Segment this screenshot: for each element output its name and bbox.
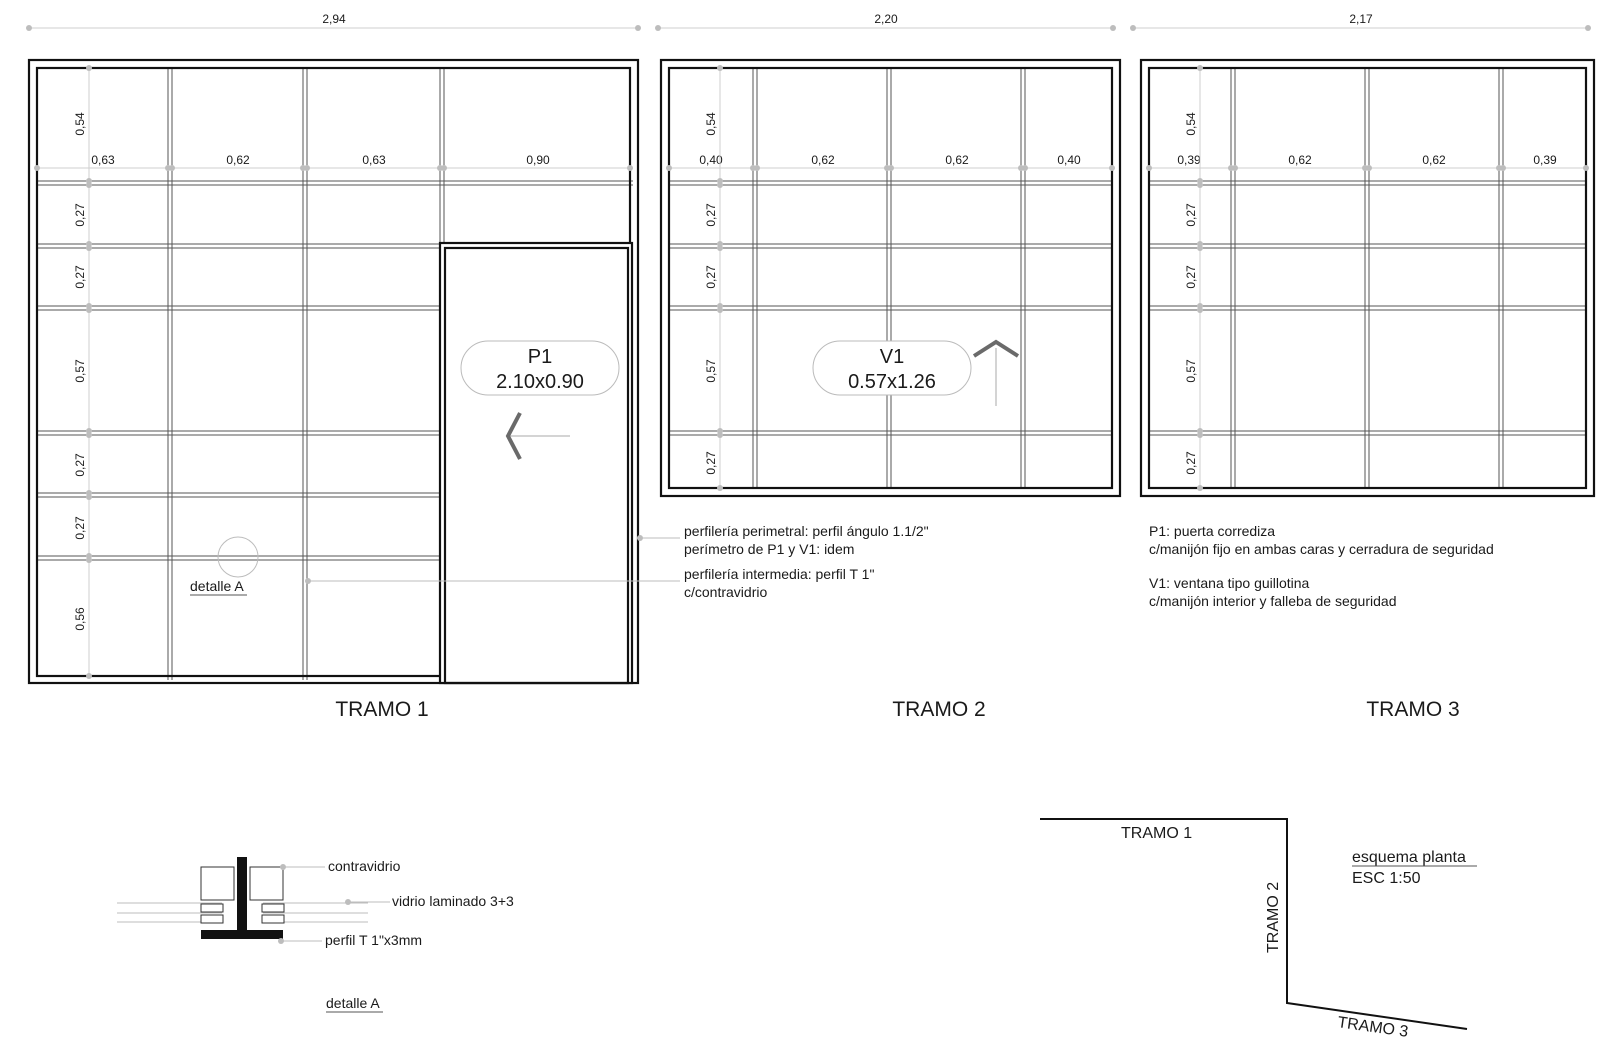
- tramo1-col-dim: 0,62: [226, 153, 250, 167]
- tramo1-col-dim: 0,90: [526, 153, 550, 167]
- tramo1-row-dim: 0,27: [73, 516, 87, 540]
- tramo3-inner-frame: [1147, 66, 1588, 490]
- detail-label-contravidrio: contravidrio: [328, 858, 401, 874]
- tramo3-col-dim: 0,62: [1288, 153, 1312, 167]
- window-v1-tag: [812, 340, 972, 396]
- tramo1-row-dim: 0,27: [73, 265, 87, 289]
- tramo3-row-dim: 0,54: [1184, 112, 1198, 136]
- tramo1-row-dim: 0,27: [73, 453, 87, 477]
- note-p1-detail: c/manijón fijo en ambas caras y cerradur…: [1149, 541, 1494, 557]
- tramo1-title: TRAMO 1: [335, 698, 428, 721]
- tramo1-row-dim: 0,56: [73, 607, 87, 631]
- note-p1: P1: puerta corrediza: [1149, 523, 1275, 539]
- tramo2-row-dim: 0,27: [704, 203, 718, 227]
- overall-dim-tramo3: 2,17: [1349, 12, 1373, 26]
- tramo1-col-dim: 0,63: [91, 153, 115, 167]
- t-profile-web: [237, 857, 247, 937]
- tramo1-row-dim: 0,54: [73, 112, 87, 136]
- door-p1-inner-frame: [443, 246, 630, 685]
- tramo3-row-dim: 0,27: [1184, 265, 1198, 289]
- scheme-tramo2: TRAMO 2: [1265, 882, 1282, 953]
- tramo3-col-dim: 0,39: [1533, 153, 1557, 167]
- tramo1-col-dim: 0,63: [362, 153, 386, 167]
- tramo2-panel: 0,40 0,62 0,62 0,40 0,54 0,27 0,27 0,57 …: [659, 58, 1122, 721]
- tramo2-row-dim: 0,27: [704, 451, 718, 475]
- tramo3-panel: 0,39 0,62 0,62 0,39 0,54 0,27 0,27 0,57 …: [1139, 58, 1596, 721]
- tramo2-col-dim: 0,62: [945, 153, 969, 167]
- detail-a-marker: [217, 536, 259, 578]
- slide-up-arrow-icon: [972, 339, 1020, 358]
- note-perimeter-profile: perfilería perimetral: perfil ángulo 1.1…: [684, 523, 929, 539]
- tramo2-row-dim: 0,27: [704, 265, 718, 289]
- detail-label-glass: vidrio laminado 3+3: [392, 893, 514, 909]
- overall-dimensions: 2,94 2,20 2,17: [26, 12, 1591, 31]
- note-v1: V1: ventana tipo guillotina: [1149, 575, 1310, 591]
- tramo2-inner-frame: [667, 66, 1114, 490]
- tramo3-horizontal-bars: [1149, 180, 1586, 436]
- detail-a-section: contravidrio vidrio laminado 3+3 perfil …: [117, 857, 514, 1013]
- window-v1-code: V1: [880, 346, 904, 368]
- note-v1-detail: c/manijón interior y falleba de segurida…: [1149, 593, 1396, 609]
- plan-outline: [1040, 818, 1468, 1030]
- tramo2-col-dim: 0,40: [699, 153, 723, 167]
- door-p1-tag: [460, 340, 620, 396]
- detail-label-t-profile: perfil T 1"x3mm: [325, 932, 422, 948]
- note-intermediate-profile: perfilería intermedia: perfil T 1": [684, 566, 874, 582]
- scheme-title: esquema planta: [1352, 849, 1466, 866]
- tramo2-outer-frame: [659, 58, 1122, 498]
- tramo3-title: TRAMO 3: [1366, 698, 1459, 721]
- plan-scheme: TRAMO 1 TRAMO 2 TRAMO 3 esquema planta E…: [1040, 818, 1477, 1041]
- opening-notes: P1: puerta corrediza c/manijón fijo en a…: [1149, 523, 1494, 609]
- tramo2-row-dim: 0,57: [704, 359, 718, 383]
- tramo2-col-dim: 0,40: [1057, 153, 1081, 167]
- tramo3-row-dim: 0,27: [1184, 203, 1198, 227]
- overall-dim-tramo2: 2,20: [874, 12, 898, 26]
- detail-a-ref: detalle A: [190, 578, 244, 594]
- tramo1-outer-frame: [27, 58, 640, 685]
- slide-left-arrow-icon: [505, 412, 522, 460]
- tramo2-title: TRAMO 2: [892, 698, 985, 721]
- profile-notes: perfilería perimetral: perfil ángulo 1.1…: [305, 523, 929, 600]
- window-v1-size: 0.57x1.26: [848, 371, 936, 393]
- tramo3-col-dim: 0,39: [1177, 153, 1201, 167]
- note-perimeter-p1-v1: perímetro de P1 y V1: idem: [684, 541, 854, 557]
- tramo3-vertical-bars: [1230, 68, 1504, 488]
- scheme-scale: ESC 1:50: [1352, 870, 1421, 887]
- tramo2-row-dim: 0,54: [704, 112, 718, 136]
- tramo1-row-dim: 0,57: [73, 359, 87, 383]
- tramo1-row-dim: 0,27: [73, 203, 87, 227]
- door-p1-size: 2.10x0.90: [496, 371, 584, 393]
- door-p1-code: P1: [528, 346, 552, 368]
- t-profile-flange: [201, 930, 283, 939]
- tramo3-outer-frame: [1139, 58, 1596, 498]
- detail-title: detalle A: [326, 995, 380, 1011]
- overall-dim-tramo1: 2,94: [322, 12, 346, 26]
- tramo3-col-dim: 0,62: [1422, 153, 1446, 167]
- tramo1-horizontal-bars: [37, 180, 633, 561]
- tramo3-row-dim: 0,27: [1184, 451, 1198, 475]
- tramo2-col-dim: 0,62: [811, 153, 835, 167]
- tramo1-panel: 0,63 0,62 0,63 0,90 0,54 0,27 0,27 0,57 …: [27, 58, 640, 721]
- note-contravidrio: c/contravidrio: [684, 584, 767, 600]
- scheme-tramo1: TRAMO 1: [1121, 825, 1192, 842]
- tramo2-vertical-bars: [752, 68, 1026, 488]
- tramo3-row-dim: 0,57: [1184, 359, 1198, 383]
